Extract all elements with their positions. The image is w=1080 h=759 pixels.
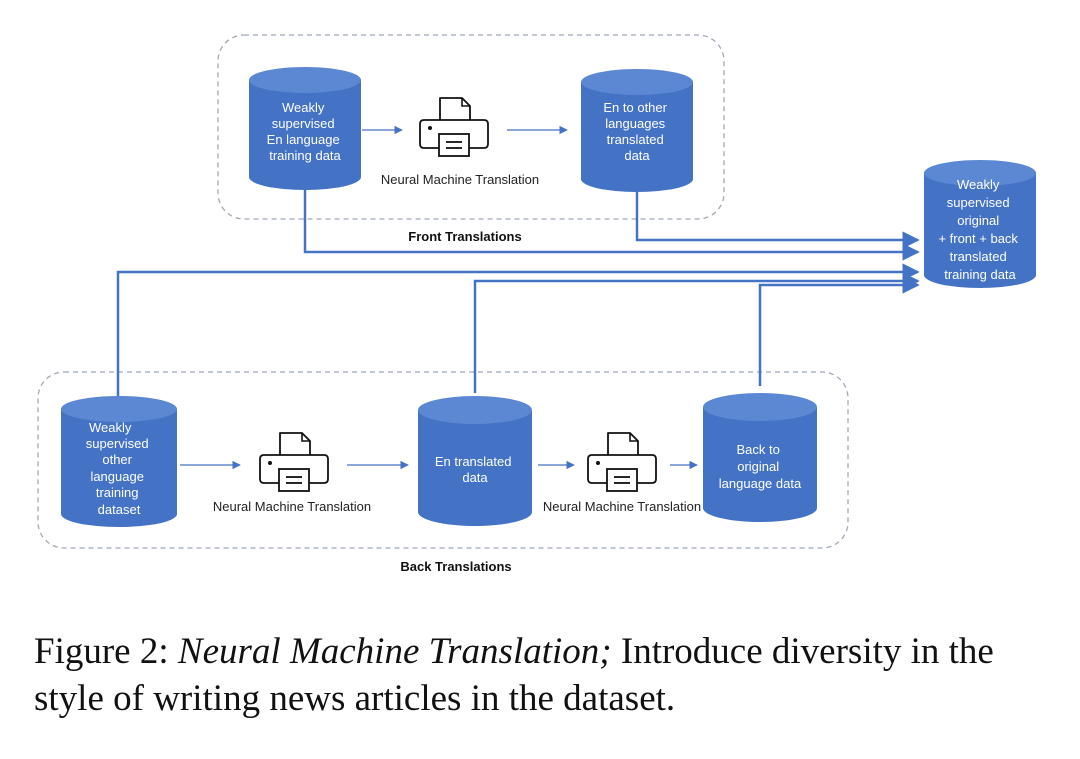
front-result-line: translated — [607, 132, 664, 147]
svg-text:Weakly supervised: Weakly supervised En language training d… — [267, 100, 344, 163]
connector-back-source — [116, 263, 920, 403]
svg-text:En translated data: En translated data — [435, 454, 515, 485]
connector-back-mid — [473, 272, 920, 393]
back-nmt-label-2: Neural Machine Translation — [543, 499, 701, 514]
printer-icon — [587, 432, 657, 492]
back-source-line: Weakly — [89, 420, 132, 435]
back-nmt-label-1: Neural Machine Translation — [213, 499, 371, 514]
connector-front-source — [303, 190, 920, 261]
final-output-line: training data — [944, 267, 1016, 282]
figure-caption: Figure 2: Neural Machine Translation; In… — [34, 628, 1054, 722]
front-section-border — [217, 34, 725, 220]
cylinder-back-source: Weakly supervised other language trainin… — [61, 396, 177, 527]
svg-text:Weakly supervised: Weakly supervised other language trainin… — [86, 420, 153, 517]
front-source-line: supervised — [272, 116, 335, 131]
caption-prefix: Figure 2: — [34, 631, 178, 672]
front-nmt-label: Neural Machine Translation — [381, 172, 539, 187]
front-source-line: Weakly — [282, 100, 325, 115]
front-result-line: languages — [605, 116, 665, 131]
back-source-line: dataset — [98, 502, 141, 517]
back-result-line: language data — [719, 476, 802, 491]
front-source-line: training data — [269, 148, 341, 163]
cylinder-final-output: Weakly supervised original + front + bac… — [924, 160, 1036, 288]
back-section-border — [37, 371, 849, 549]
svg-text:En to other languages: En to other languages translated data — [603, 100, 670, 163]
svg-text:Weakly supervised: Weakly supervised original + front + bac… — [938, 177, 1021, 282]
front-result-line: En to other — [603, 100, 667, 115]
printer-icon — [419, 97, 489, 157]
back-source-line: supervised — [86, 436, 149, 451]
connector-front-result — [635, 192, 920, 249]
back-source-line: other — [102, 452, 132, 467]
svg-text:Back to original l: Back to original language data — [719, 442, 802, 491]
back-source-line: language — [90, 469, 144, 484]
back-mid-line: En translated — [435, 454, 512, 469]
cylinder-back-result: Back to original language data — [703, 393, 817, 522]
front-section-label: Front Translations — [408, 229, 521, 244]
cylinder-front-result: En to other languages translated data — [581, 69, 693, 192]
final-output-line: + front + back — [938, 231, 1018, 246]
translation-diagram: Weakly supervised En language training d… — [37, 34, 1036, 574]
caption-rest: Introduce diversity in the style of writ… — [34, 631, 994, 719]
front-source-line: En language — [267, 132, 340, 147]
final-output-line: Weakly — [957, 177, 1000, 192]
back-mid-line: data — [462, 470, 488, 485]
back-result-line: Back to — [737, 442, 780, 457]
caption-italic: Neural Machine Translation; — [177, 631, 612, 672]
cylinder-front-source: Weakly supervised En language training d… — [249, 67, 361, 190]
final-output-line: supervised — [947, 195, 1010, 210]
connectors — [116, 190, 920, 403]
back-section-label: Back Translations — [400, 559, 511, 574]
back-source-line: training — [96, 485, 139, 500]
back-result-line: original — [737, 459, 779, 474]
printer-icon — [259, 432, 329, 492]
connector-back-result — [758, 276, 920, 386]
final-output-line: translated — [950, 249, 1007, 264]
front-result-line: data — [624, 148, 650, 163]
final-output-line: original — [957, 213, 999, 228]
cylinder-back-mid: En translated data — [418, 396, 532, 526]
flow-arrows — [180, 125, 698, 470]
